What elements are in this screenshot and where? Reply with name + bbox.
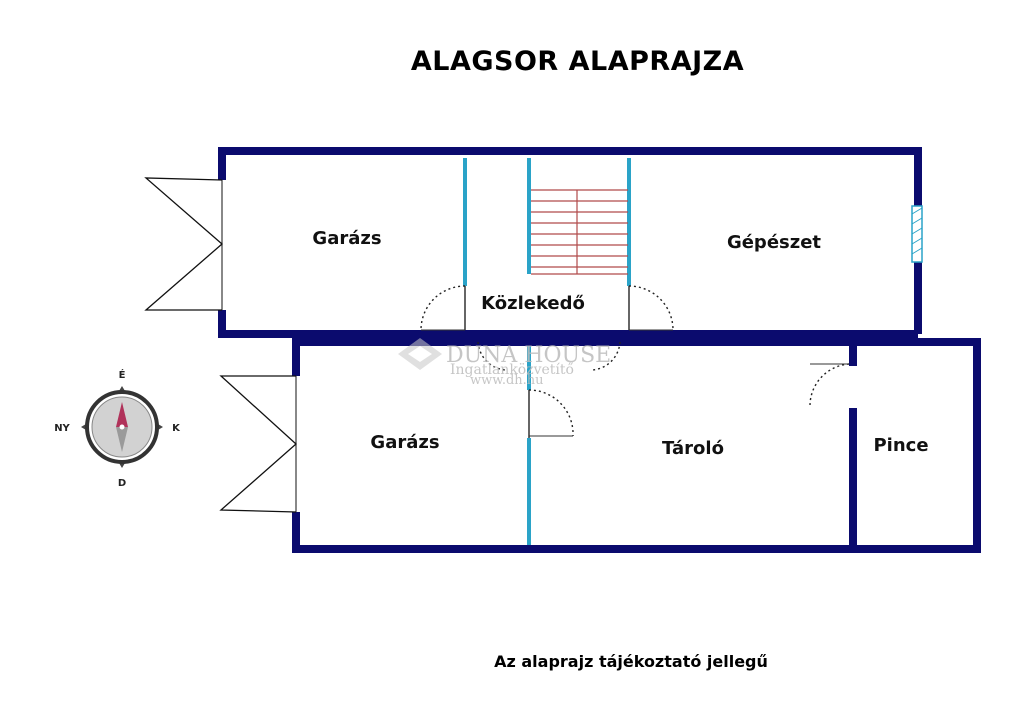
watermark-url: www.dh.hu — [470, 373, 544, 388]
room-label-garage-bottom: Garázs — [370, 432, 439, 453]
compass-rose-icon — [81, 386, 163, 468]
garage-door-bottom — [219, 375, 297, 513]
staircase — [531, 189, 628, 275]
watermark-sub: Ingatlanközvetítő — [450, 362, 574, 378]
lower-unit-walls — [292, 338, 981, 553]
compass-east-label: K — [172, 423, 181, 434]
room-label-corridor: Közlekedő — [481, 293, 585, 314]
disclaimer-text: Az alaprajz tájékoztató jellegű — [494, 652, 768, 671]
watermark-brand: DUNA HOUSE — [446, 343, 611, 368]
room-label-storage: Tároló — [662, 438, 724, 459]
door-swings — [420, 285, 850, 437]
compass-north-label: É — [119, 368, 126, 381]
room-label-mechanical: Gépészet — [727, 232, 821, 253]
garage-door-top — [144, 177, 223, 311]
window-gepeszet — [911, 205, 923, 263]
room-label-garage-top: Garázs — [312, 228, 381, 249]
compass-west-label: NY — [54, 423, 70, 434]
upper-unit-walls — [218, 147, 922, 338]
partitions — [463, 158, 631, 545]
compass-south-label: D — [118, 478, 126, 489]
watermark: DUNA HOUSE Ingatlanközvetítő www.dh.hu — [398, 338, 611, 388]
plan-title: ALAGSOR ALAPRAJZA — [410, 46, 745, 77]
room-label-cellar: Pince — [873, 435, 928, 456]
watermark-logo-icon — [398, 338, 442, 370]
